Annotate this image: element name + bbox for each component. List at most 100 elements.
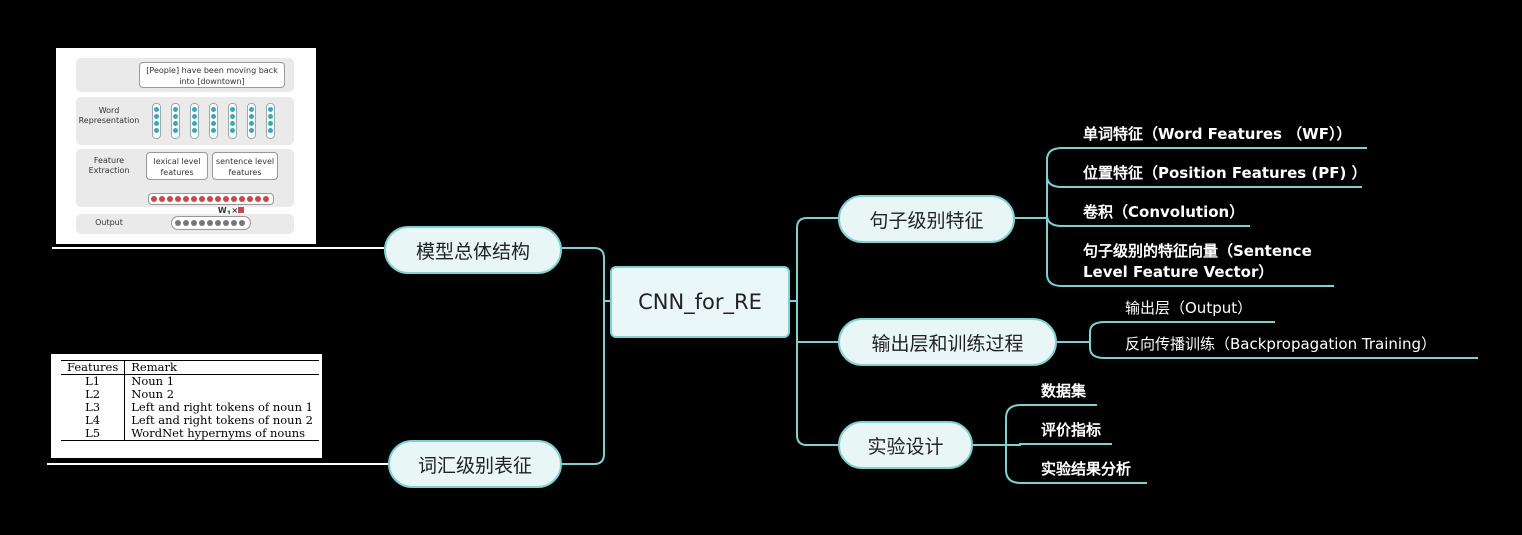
word-vector-dot	[211, 121, 216, 126]
subtopic-metrics[interactable]: 评价指标	[1041, 421, 1102, 439]
word-vector-dot	[230, 121, 235, 126]
feature-vector-dot	[199, 196, 205, 202]
feature-vector-dot	[255, 196, 261, 202]
table-cell-remark: Noun 1	[131, 374, 175, 388]
output-dot	[215, 220, 221, 226]
word-vector-dot	[211, 128, 216, 133]
feature-extraction-line1: Feature	[93, 156, 125, 165]
feature-vector-dot	[207, 196, 213, 202]
sentence-features-box: sentence level features	[212, 152, 278, 180]
subtopic-sentence-vector-line2[interactable]: Level Feature Vector）	[1083, 263, 1274, 281]
feature-vector-dot	[215, 196, 221, 202]
word-vector-dot	[249, 121, 254, 126]
table-cell-feature: L5	[61, 427, 126, 441]
subtopic-results[interactable]: 实验结果分析	[1041, 460, 1132, 478]
table-row: L4 Left and right tokens of noun 2	[61, 414, 319, 427]
table-cell-remark: Left and right tokens of noun 1	[131, 400, 313, 414]
subtopic-convolution[interactable]: 卷积（Convolution）	[1083, 203, 1245, 221]
word-vector-dot	[211, 114, 216, 119]
topic-experiment[interactable]: 实验设计	[838, 421, 973, 469]
output-dot	[191, 220, 197, 226]
word-vector-dot	[211, 107, 216, 112]
table-cell-remark: Noun 2	[131, 387, 175, 401]
subtopic-backprop[interactable]: 反向传播训练（Backpropagation Training）	[1125, 335, 1437, 353]
word-vector-dot	[154, 107, 159, 112]
root-topic[interactable]: CNN_for_RE	[610, 266, 790, 338]
table-row: L3 Left and right tokens of noun 1	[61, 401, 319, 414]
word-rep-line1: Word	[98, 106, 120, 115]
feature-vector-dot	[231, 196, 237, 202]
topic-sentence-features[interactable]: 句子级别特征	[838, 195, 1015, 243]
table-header-row: Features Remark	[61, 360, 319, 375]
output-dot	[183, 220, 189, 226]
subtopic-word-features[interactable]: 单词特征（Word Features （WF））	[1083, 125, 1352, 143]
output-dot	[199, 220, 205, 226]
output-label: Output	[95, 218, 123, 227]
table-cell-feature: L2	[61, 388, 126, 401]
word-vector-dot	[249, 114, 254, 119]
word-vector-dot	[154, 121, 159, 126]
table-row: L2 Noun 2	[61, 388, 319, 401]
weight-label: W1×	[216, 206, 246, 219]
weight-symbol: W	[217, 206, 227, 215]
word-vector-dot	[173, 121, 178, 126]
lexical-features-box: lexical level features	[146, 152, 208, 180]
word-vector-dot	[192, 114, 197, 119]
feature-extraction-label: Feature Extraction	[76, 156, 142, 176]
table-cell-remark: WordNet hypernyms of nouns	[124, 427, 319, 441]
table-header-remark: Remark	[124, 360, 319, 375]
input-sentence-line2: into [downtown]	[179, 77, 245, 86]
table-cell-feature: L3	[61, 401, 126, 414]
input-sentence-box: [People] have been moving back into [dow…	[139, 62, 285, 88]
subtopic-dataset[interactable]: 数据集	[1041, 382, 1087, 400]
word-vector-dot	[249, 128, 254, 133]
output-dot	[175, 220, 181, 226]
subtopic-sentence-vector-line1[interactable]: 句子级别的特征向量（Sentence	[1083, 242, 1312, 260]
word-rep-band	[76, 97, 294, 145]
word-vector-dot	[230, 107, 235, 112]
word-vector-dot	[268, 107, 273, 112]
word-rep-line2: Representation	[78, 116, 140, 125]
feature-vector-dot	[247, 196, 253, 202]
table-header-features: Features	[61, 360, 126, 375]
sentence-level-line1: sentence level	[215, 157, 275, 166]
word-rep-label: Word Representation	[76, 106, 142, 126]
feature-vector-dot	[223, 196, 229, 202]
word-vector-dot	[173, 107, 178, 112]
word-vector-dot	[192, 107, 197, 112]
topic-output-training[interactable]: 输出层和训练过程	[838, 318, 1057, 366]
lexical-line2: features	[160, 168, 194, 177]
subtopic-output-layer[interactable]: 输出层（Output）	[1125, 299, 1253, 317]
weight-subscript: 1	[227, 210, 232, 218]
word-vector-dot	[173, 128, 178, 133]
feature-vector-dot	[239, 196, 245, 202]
word-vector-dot	[154, 114, 159, 119]
word-vector-dot	[268, 121, 273, 126]
word-vector-dot	[268, 114, 273, 119]
subtopic-position-features[interactable]: 位置特征（Position Features (PF) ）	[1083, 164, 1367, 182]
feature-vector-dot	[191, 196, 197, 202]
word-vector-dot	[230, 128, 235, 133]
model-architecture-image: [People] have been moving back into [dow…	[56, 48, 316, 244]
feature-vector-dot	[151, 196, 157, 202]
table-cell-feature: L1	[61, 374, 126, 388]
word-vector-dot	[154, 128, 159, 133]
topic-model-structure[interactable]: 模型总体结构	[384, 226, 562, 274]
output-dot	[223, 220, 229, 226]
feature-vector-dot	[183, 196, 189, 202]
topic-lexical-features[interactable]: 词汇级别表征	[388, 440, 562, 488]
sentence-level-line2: features	[228, 168, 262, 177]
lexical-line1: lexical level	[153, 157, 201, 166]
word-vector-dot	[173, 114, 178, 119]
table-cell-remark: Left and right tokens of noun 2	[131, 413, 313, 427]
input-sentence-line1: [People] have been moving back	[146, 66, 278, 75]
feature-vector-dot	[175, 196, 181, 202]
table-row: L1 Noun 1	[61, 374, 319, 388]
table-cell-feature: L4	[61, 414, 126, 427]
